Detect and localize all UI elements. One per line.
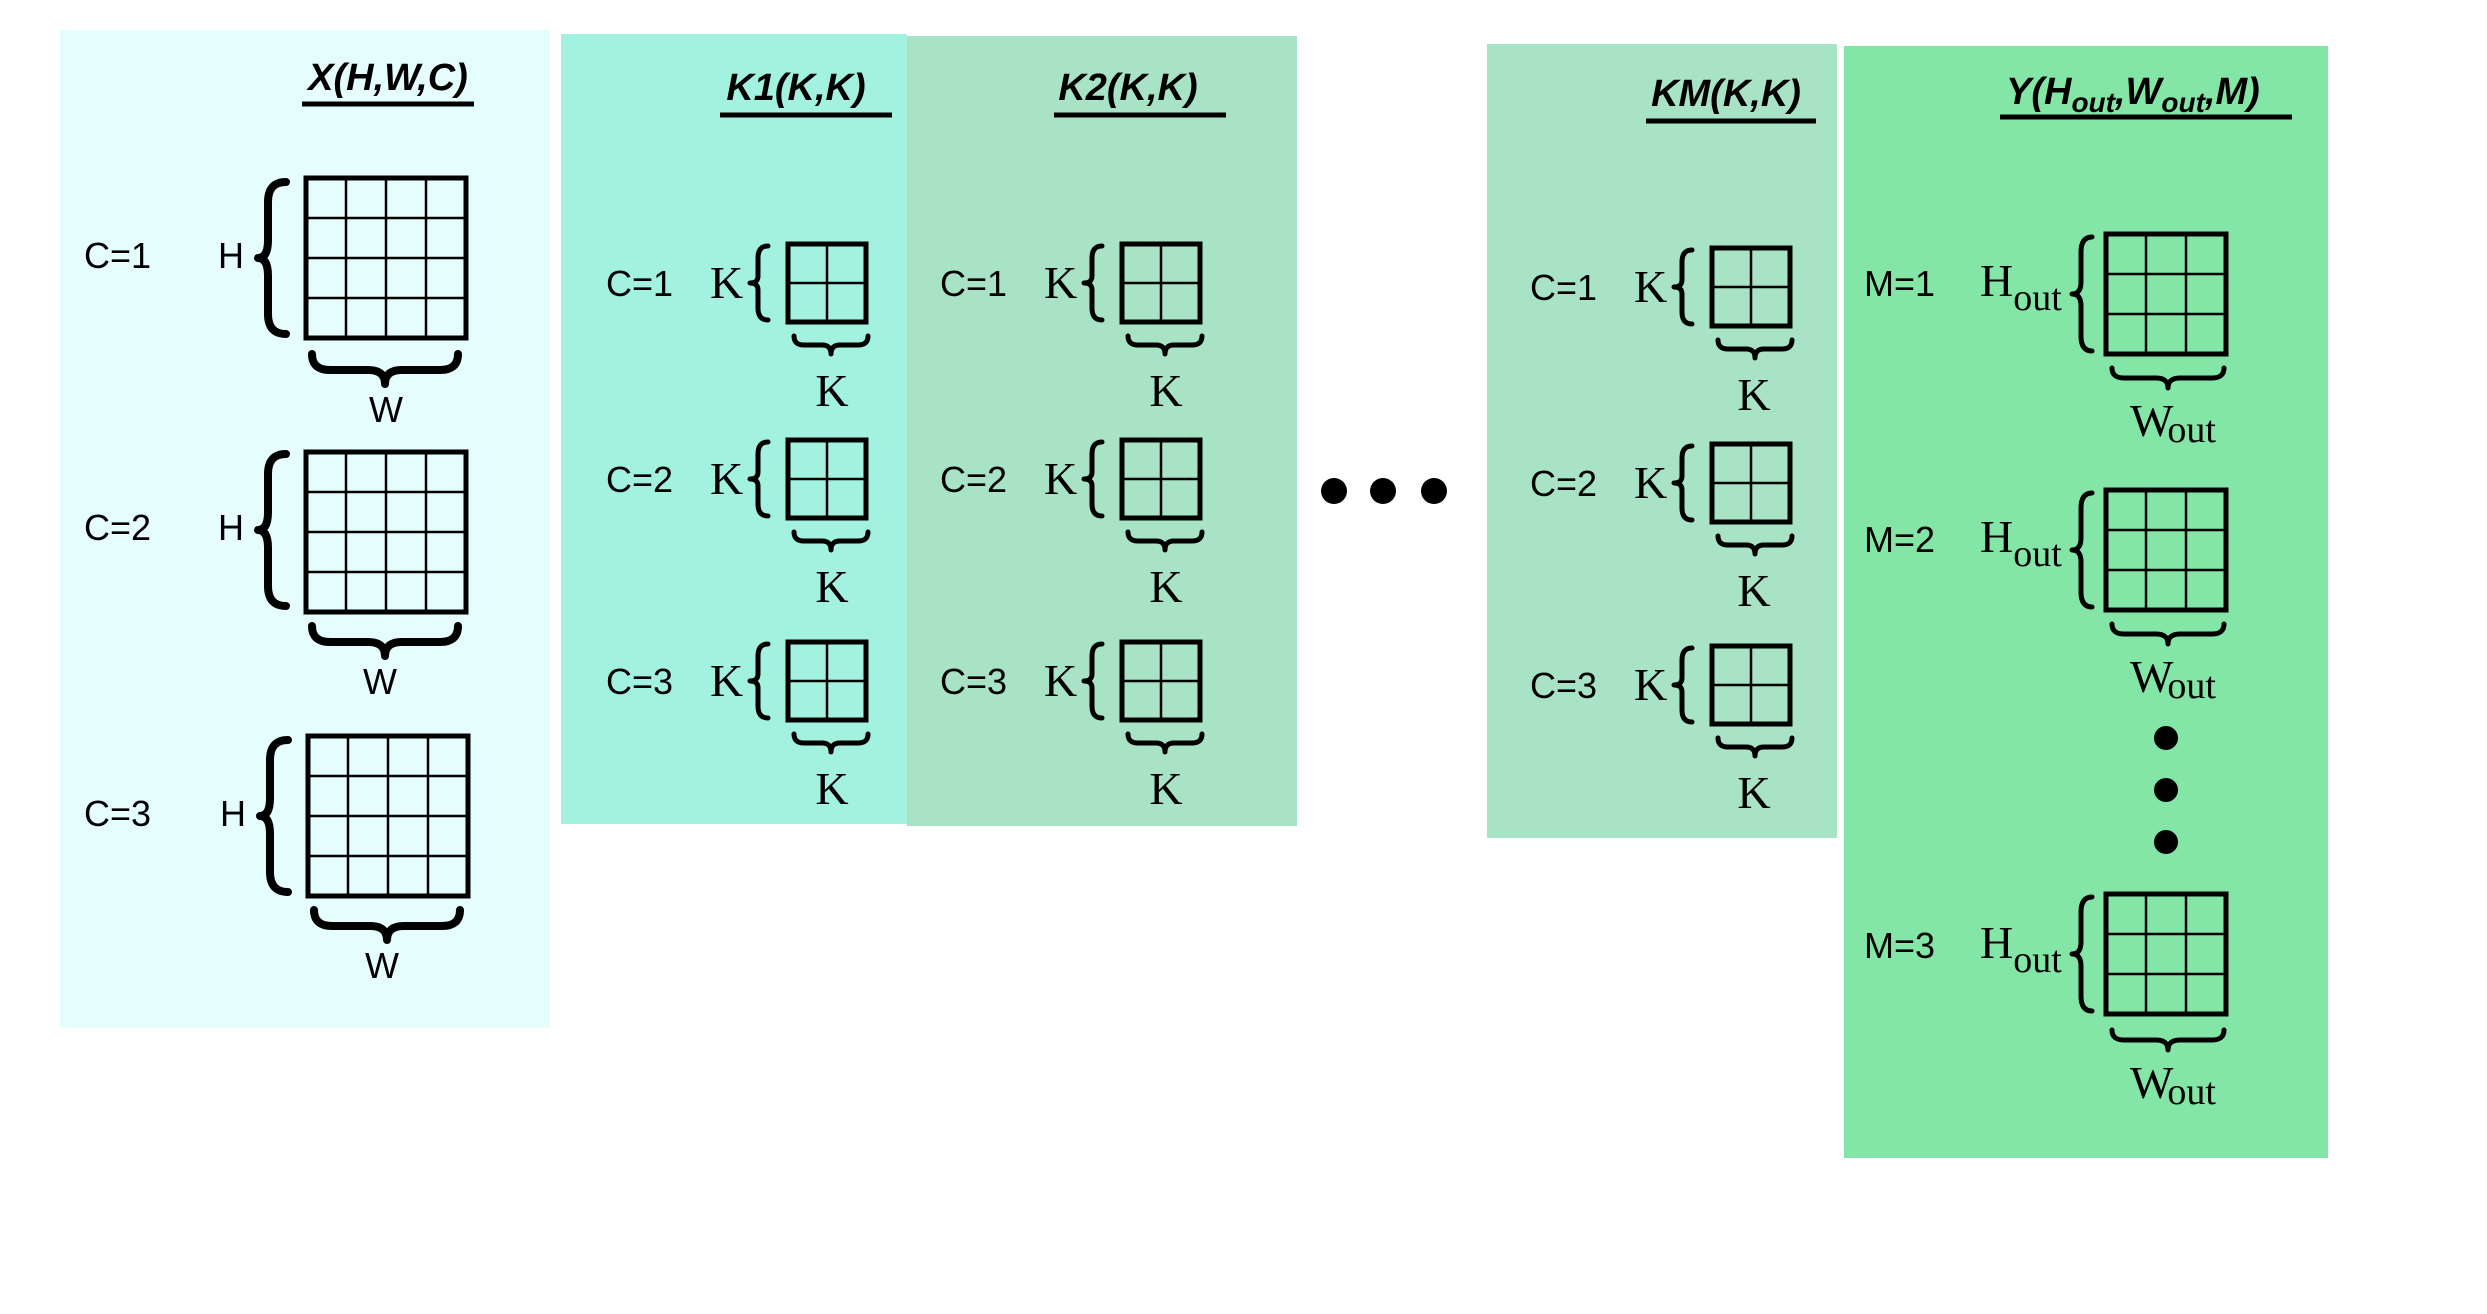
output-title-sub1: out — [2071, 87, 2116, 118]
kernel-width-label: K — [1149, 763, 1182, 814]
input-channel-1: C=1 H W — [84, 178, 466, 430]
kernel-height-label: K — [1634, 261, 1667, 312]
kernel-height-label: K — [1044, 655, 1077, 706]
ellipsis-dots — [1321, 478, 1447, 504]
width-label: W — [365, 945, 399, 986]
kernelM-channel-2: C=2 K K — [1530, 444, 1792, 616]
output-map-2: M=2 Hout Wout — [1864, 490, 2226, 707]
out-width-label: Wout — [2130, 1057, 2216, 1113]
out-width-label: Wout — [2130, 651, 2216, 707]
channel-label: C=1 — [606, 263, 673, 304]
output-title-mid: ,W — [2114, 71, 2165, 113]
output-title-sub2: out — [2161, 87, 2206, 118]
ellipsis-dot — [1321, 478, 1347, 504]
height-label: H — [220, 793, 246, 834]
kernelM-panel — [1487, 44, 1837, 838]
map-label: M=1 — [1864, 263, 1935, 304]
kernel-width-label: K — [1149, 365, 1182, 416]
kernel-height-label: K — [1044, 257, 1077, 308]
channel-label: C=3 — [1530, 665, 1597, 706]
kernel-2: K2(K,K) C=1 K K C=2 K K C=3 K K — [940, 67, 1226, 814]
channel-label: C=2 — [84, 507, 151, 548]
kernelM-channel-3: C=3 K K — [1530, 646, 1792, 818]
channel-label: C=2 — [940, 459, 1007, 500]
kernel-width-label: K — [815, 561, 848, 612]
kernel2-channel-1: C=1 K K — [940, 244, 1202, 416]
width-label: W — [363, 661, 397, 702]
output-tensor: Y(Hout,Wout,M) M=1 Hout Wout M=2 Hout Wo… — [1864, 71, 2292, 1113]
kernel-width-label: K — [815, 763, 848, 814]
kernel-height-label: K — [1044, 453, 1077, 504]
channel-label: C=3 — [84, 793, 151, 834]
map-label: M=2 — [1864, 519, 1935, 560]
kernel-height-label: K — [710, 453, 743, 504]
ellipsis-dot — [2154, 778, 2178, 802]
height-label: H — [218, 507, 244, 548]
kernel-height-label: K — [710, 655, 743, 706]
kernel1-title: K1(K,K) — [726, 67, 865, 109]
kernel-M: KM(K,K) C=1 K K C=2 K K C=3 K K — [1530, 73, 1816, 818]
kernel1-channel-1: C=1 K K — [606, 244, 868, 416]
kernel2-channel-2: C=2 K K — [940, 440, 1202, 612]
kernel-width-label: K — [1737, 565, 1770, 616]
vertical-ellipsis — [2154, 726, 2178, 854]
channel-label: C=2 — [1530, 463, 1597, 504]
kernel2-panel — [907, 36, 1297, 826]
kernelM-channel-1: C=1 K K — [1530, 248, 1792, 420]
input-channel-2: C=2 H W — [84, 452, 466, 702]
kernel1-channel-3: C=3 K K — [606, 642, 868, 814]
out-height-label: Hout — [1980, 511, 2062, 575]
kernel-height-label: K — [710, 257, 743, 308]
kernel2-channel-3: C=3 K K — [940, 642, 1202, 814]
channel-label: C=1 — [940, 263, 1007, 304]
kernel2-title: K2(K,K) — [1058, 67, 1197, 109]
kernel-height-label: K — [1634, 457, 1667, 508]
kernel1-channel-2: C=2 K K — [606, 440, 868, 612]
channel-label: C=3 — [606, 661, 673, 702]
width-label: W — [369, 389, 403, 430]
output-map-3: M=3 Hout Wout — [1864, 894, 2226, 1113]
kernel-1: K1(K,K) C=1 K K C=2 K K C=3 K K — [606, 67, 892, 814]
channel-label: C=3 — [940, 661, 1007, 702]
kernel-width-label: K — [1737, 369, 1770, 420]
ellipsis-dot — [2154, 726, 2178, 750]
output-title-main: Y(H — [2006, 71, 2073, 113]
kernelM-title: KM(K,K) — [1651, 73, 1801, 115]
channel-label: C=1 — [84, 235, 151, 276]
output-title: Y(Hout,Wout,M) — [2006, 71, 2260, 118]
kernel-width-label: K — [815, 365, 848, 416]
input-title: X(H,W,C) — [306, 57, 468, 99]
height-label: H — [218, 235, 244, 276]
out-width-label: Wout — [2130, 395, 2216, 451]
kernel-width-label: K — [1737, 767, 1770, 818]
output-title-end: ,M) — [2204, 71, 2260, 113]
ellipsis-dot — [1421, 478, 1447, 504]
out-height-label: Hout — [1980, 255, 2062, 319]
input-channel-3: C=3 H W — [84, 736, 468, 986]
channel-label: C=1 — [1530, 267, 1597, 308]
kernel1-panel — [561, 34, 907, 824]
ellipsis-dot — [1370, 478, 1396, 504]
ellipsis-dot — [2154, 830, 2178, 854]
kernel-width-label: K — [1149, 561, 1182, 612]
kernel-height-label: K — [1634, 659, 1667, 710]
out-height-label: Hout — [1980, 917, 2062, 981]
channel-label: C=2 — [606, 459, 673, 500]
input-tensor: X(H,W,C) C=1 H W C=2 H W C=3 H W — [84, 57, 474, 986]
output-map-1: M=1 Hout Wout — [1864, 234, 2226, 451]
map-label: M=3 — [1864, 925, 1935, 966]
